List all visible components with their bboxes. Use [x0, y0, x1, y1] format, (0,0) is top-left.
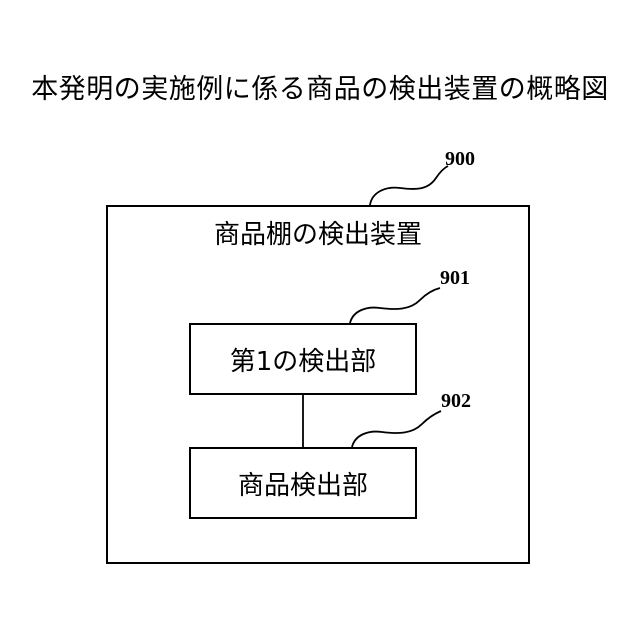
unit-box-902: 商品検出部 [189, 447, 417, 519]
ref-number-902: 902 [441, 389, 471, 413]
ref-number-901: 901 [440, 266, 470, 290]
ref-number-900: 900 [445, 147, 475, 171]
device-label: 商品棚の検出装置 [108, 217, 528, 253]
figure-title: 本発明の実施例に係る商品の検出装置の概略図 [0, 72, 640, 108]
leader-line-900 [370, 166, 448, 205]
unit-box-901: 第1の検出部 [189, 323, 417, 395]
